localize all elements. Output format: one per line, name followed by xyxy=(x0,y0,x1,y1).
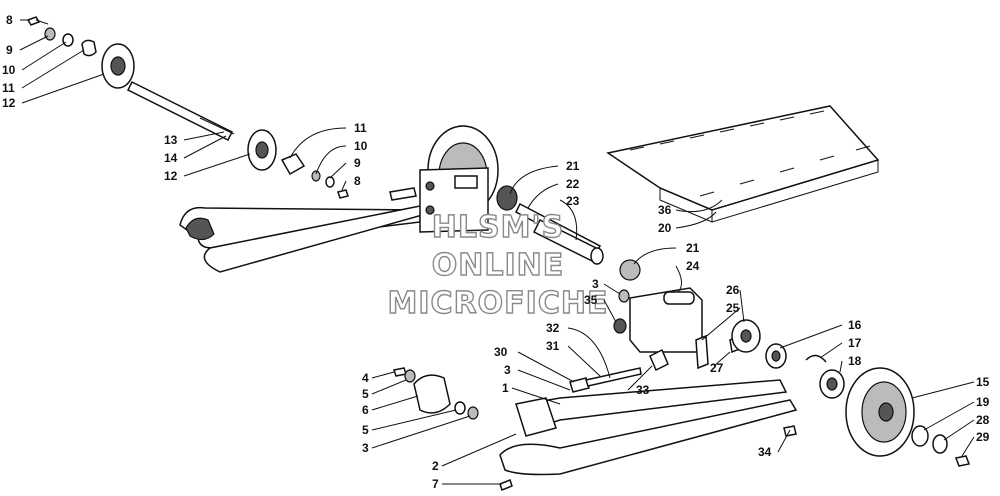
callout-28: 28 xyxy=(976,413,990,427)
callout-3: 3 xyxy=(362,441,369,455)
callout-33: 33 xyxy=(636,383,650,397)
callout-5: 5 xyxy=(362,423,369,437)
callout-22: 22 xyxy=(566,177,580,191)
callout-14: 14 xyxy=(164,151,178,165)
callout-31: 31 xyxy=(546,339,560,353)
callout-labels: 8 9 10 11 12 13 14 12 11 10 9 8 21 22 23… xyxy=(2,13,990,491)
callout-5: 5 xyxy=(362,387,369,401)
callout-8: 8 xyxy=(354,174,361,188)
callout-9: 9 xyxy=(6,43,13,57)
callout-11: 11 xyxy=(2,81,15,95)
callout-23: 23 xyxy=(566,194,580,208)
callout-12: 12 xyxy=(2,96,16,110)
callout-15: 15 xyxy=(976,375,990,389)
callout-10: 10 xyxy=(2,63,16,77)
callout-34: 34 xyxy=(758,445,772,459)
callout-24: 24 xyxy=(686,259,700,273)
callout-20: 20 xyxy=(658,221,672,235)
callout-1: 1 xyxy=(502,381,509,395)
callout-32: 32 xyxy=(546,321,560,335)
callout-9: 9 xyxy=(354,156,361,170)
callout-29: 29 xyxy=(976,430,990,444)
leader-lines xyxy=(19,19,975,485)
bolt-bushing xyxy=(569,348,669,393)
idler-wheel-assembly xyxy=(765,343,971,467)
watermark: HLSM'S ONLINE MICROFICHE xyxy=(387,209,609,321)
callout-27: 27 xyxy=(710,361,724,375)
callout-3: 3 xyxy=(592,277,599,291)
callout-30: 30 xyxy=(494,345,508,359)
track-section xyxy=(606,105,880,223)
callout-4: 4 xyxy=(362,371,369,385)
callout-16: 16 xyxy=(848,318,862,332)
callout-8: 8 xyxy=(6,13,13,27)
callout-36: 36 xyxy=(658,203,672,217)
watermark-line-2: ONLINE xyxy=(432,248,565,283)
upper-axle-assembly xyxy=(26,16,349,199)
callout-21: 21 xyxy=(686,241,700,255)
callout-13: 13 xyxy=(164,133,178,147)
rear-slide-rail xyxy=(179,125,499,273)
callout-7: 7 xyxy=(432,477,439,491)
callout-25: 25 xyxy=(726,301,740,315)
watermark-line-1: HLSM'S xyxy=(432,210,564,245)
callout-17: 17 xyxy=(848,336,862,350)
callout-12: 12 xyxy=(164,169,178,183)
callout-2: 2 xyxy=(432,459,439,473)
callout-18: 18 xyxy=(848,354,862,368)
rear-bumper-assembly xyxy=(393,367,513,491)
callout-19: 19 xyxy=(976,395,990,409)
cross-shaft xyxy=(496,185,641,281)
callout-21: 21 xyxy=(566,159,580,173)
callout-35: 35 xyxy=(584,293,598,307)
callout-11: 11 xyxy=(354,121,367,135)
watermark-line-3: MICROFICHE xyxy=(388,286,609,321)
callout-10: 10 xyxy=(354,139,368,153)
front-slide-rail xyxy=(499,379,798,476)
callout-26: 26 xyxy=(726,283,740,297)
shock-bracket xyxy=(613,287,761,370)
callout-6: 6 xyxy=(362,403,369,417)
callout-3: 3 xyxy=(504,363,511,377)
